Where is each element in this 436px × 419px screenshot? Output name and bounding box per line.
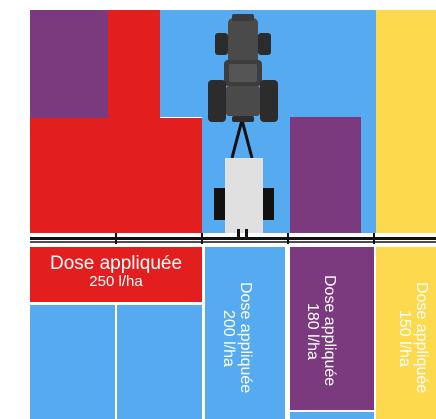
- zone-label-red: Dose appliquée: [49, 253, 183, 274]
- rate-label-blue: Dose appliquée 200 l/ha: [220, 260, 254, 416]
- drawbar: [230, 119, 254, 159]
- panel-blue-under-purple: [290, 412, 374, 419]
- zone-rate-purple: 180 l/ha: [304, 302, 321, 360]
- panel-blue: [205, 247, 285, 419]
- sprayer-tank-icon: [214, 158, 274, 237]
- zone-rate-red: 250 l/ha: [89, 273, 143, 290]
- tractor-icon: [208, 14, 278, 122]
- panel-blue-below-red-2: [117, 305, 202, 419]
- panel-purple: [290, 247, 374, 410]
- zone-rate-blue: 200 l/ha: [220, 309, 237, 367]
- field-zone-blue-right-lower: [361, 117, 376, 233]
- rate-label-red: Dose appliquée 250 l/ha: [30, 254, 202, 290]
- field-zone-purple-right: [290, 117, 361, 233]
- zone-label-blue: Dose appliquée: [237, 282, 254, 394]
- spray-boom: [30, 233, 436, 244]
- field-zone-red-strip: [108, 10, 160, 118]
- rate-label-yellow: Dose appliquée 150 l/ha: [396, 260, 430, 416]
- field-zone-yellow: [376, 10, 436, 233]
- rate-label-purple: Dose appliquée 180 l/ha: [304, 252, 338, 410]
- zone-label-yellow: Dose appliquée: [413, 282, 430, 394]
- zone-label-purple: Dose appliquée: [321, 275, 338, 387]
- panel-yellow: [376, 247, 436, 419]
- zone-rate-yellow: 150 l/ha: [396, 309, 413, 367]
- field-zone-red-lower: [30, 118, 202, 233]
- panel-red: [30, 247, 202, 302]
- panel-blue-below-red-1: [30, 305, 115, 419]
